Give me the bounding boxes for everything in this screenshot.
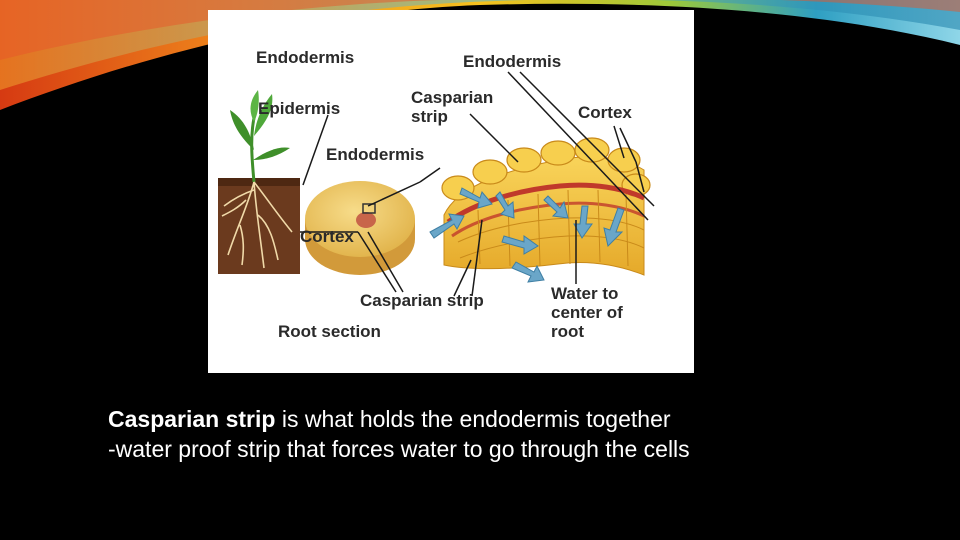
caption-line-2: -water proof strip that forces water to …: [108, 436, 690, 462]
label-cortex-right: Cortex: [578, 103, 632, 122]
label-water-line3: root: [551, 322, 584, 341]
label-cortex-section: Cortex: [300, 227, 354, 246]
label-root-section: Root section: [278, 322, 381, 341]
caption-line-1-rest: is what holds the endodermis together: [275, 406, 671, 432]
label-endodermis-mid: Endodermis: [326, 145, 424, 164]
label-endodermis-title: Endodermis: [256, 48, 354, 67]
label-endodermis-top: Endodermis: [463, 52, 561, 71]
label-water-line1: Water to: [551, 284, 618, 303]
zoom-box: [362, 203, 376, 214]
caption-line-1: Casparian strip is what holds the endode…: [108, 404, 928, 434]
label-casparian-strip-top-line1: Casparian: [411, 88, 493, 107]
endodermis-cells-block: [429, 137, 651, 283]
slide-caption: Casparian strip is what holds the endode…: [108, 404, 928, 464]
label-water-line2: center of: [551, 303, 623, 322]
leader-lines: [300, 71, 655, 297]
diagram-canvas: Endodermis Endodermis Epidermis Casparia…: [218, 48, 655, 341]
casparian-strip-band: [446, 182, 646, 225]
label-casparian-strip-top-line2: strip: [411, 107, 448, 126]
label-casparian-strip-bottom: Casparian strip: [360, 291, 484, 310]
root-endodermis-diagram: Endodermis Endodermis Epidermis Casparia…: [208, 10, 694, 373]
plant-illustration: [218, 90, 300, 274]
water-arrows: [429, 187, 625, 283]
root-section-disk: [305, 181, 415, 275]
caption-term: Casparian strip: [108, 406, 276, 432]
label-epidermis: Epidermis: [258, 99, 340, 118]
